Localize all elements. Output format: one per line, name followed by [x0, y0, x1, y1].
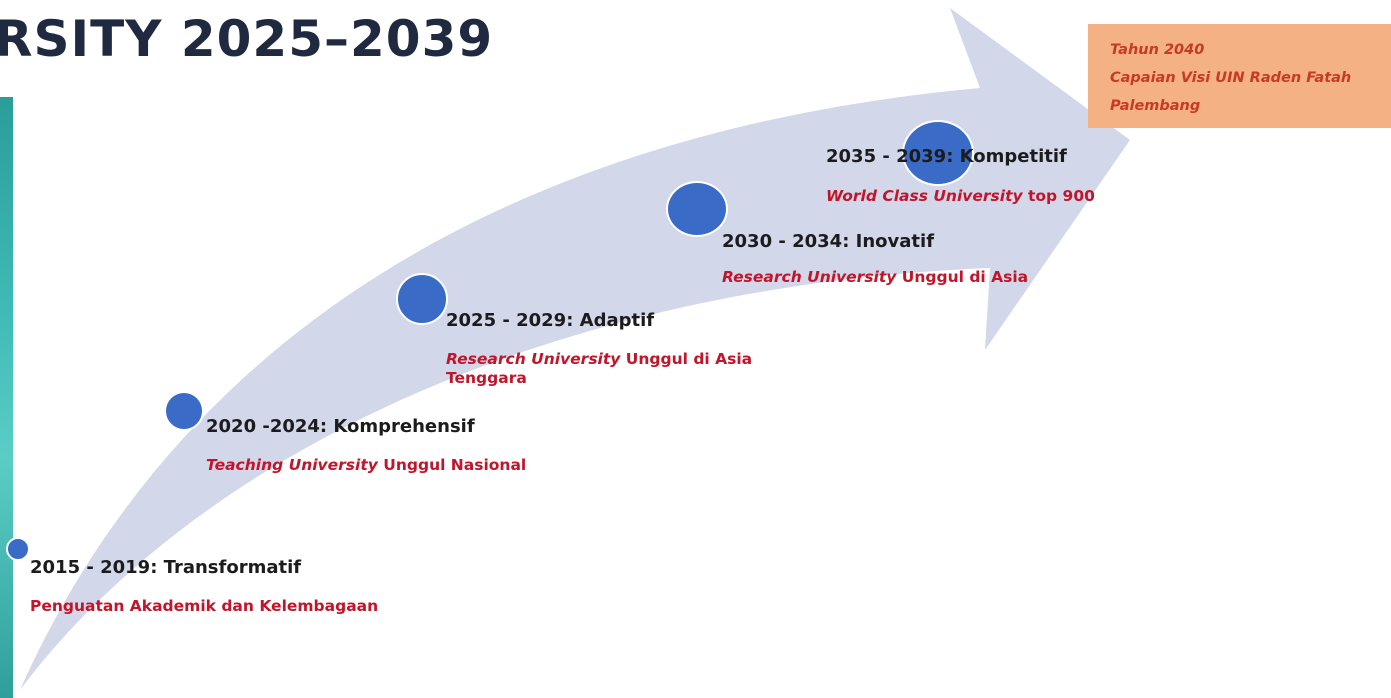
- milestone-title-2025: 2025 - 2029: Adaptif: [446, 310, 655, 331]
- milestone-title-2030: 2030 - 2034: Inovatif: [722, 231, 935, 252]
- milestone-desc-2015: Penguatan Akademik dan Kelembagaan: [30, 597, 379, 615]
- milestone-title-2035: 2035 - 2039: Kompetitif: [826, 146, 1067, 167]
- milestone-title-2020: 2020 -2024: Komprehensif: [206, 416, 475, 437]
- milestone-desc-2035: World Class University top 900: [826, 187, 1095, 205]
- milestone-desc-2025: Research University Unggul di Asia Tengg…: [446, 350, 753, 387]
- milestone-desc-2030: Research University Unggul di Asia: [722, 268, 1029, 286]
- target-line-year: Tahun 2040: [1110, 42, 1205, 58]
- target-line-city: Palembang: [1110, 98, 1201, 114]
- milestone-dot-2025: [396, 273, 448, 325]
- growth-arrow-shape: [20, 8, 1130, 690]
- milestone-dot-2030: [666, 181, 728, 237]
- milestone-title-2015: 2015 - 2019: Transformatif: [30, 557, 302, 578]
- milestone-desc-2020: Teaching University Unggul Nasional: [206, 456, 527, 474]
- milestone-dot-2015: [6, 537, 30, 561]
- target-line-vision: Capaian Visi UIN Raden Fatah: [1110, 70, 1352, 86]
- milestone-dot-2020: [164, 391, 204, 431]
- vision-target-box: Tahun 2040 Capaian Visi UIN Raden Fatah …: [1088, 24, 1391, 128]
- page-title: RSITY 2025–2039: [0, 10, 494, 68]
- milestone-dot-2035: [902, 120, 974, 186]
